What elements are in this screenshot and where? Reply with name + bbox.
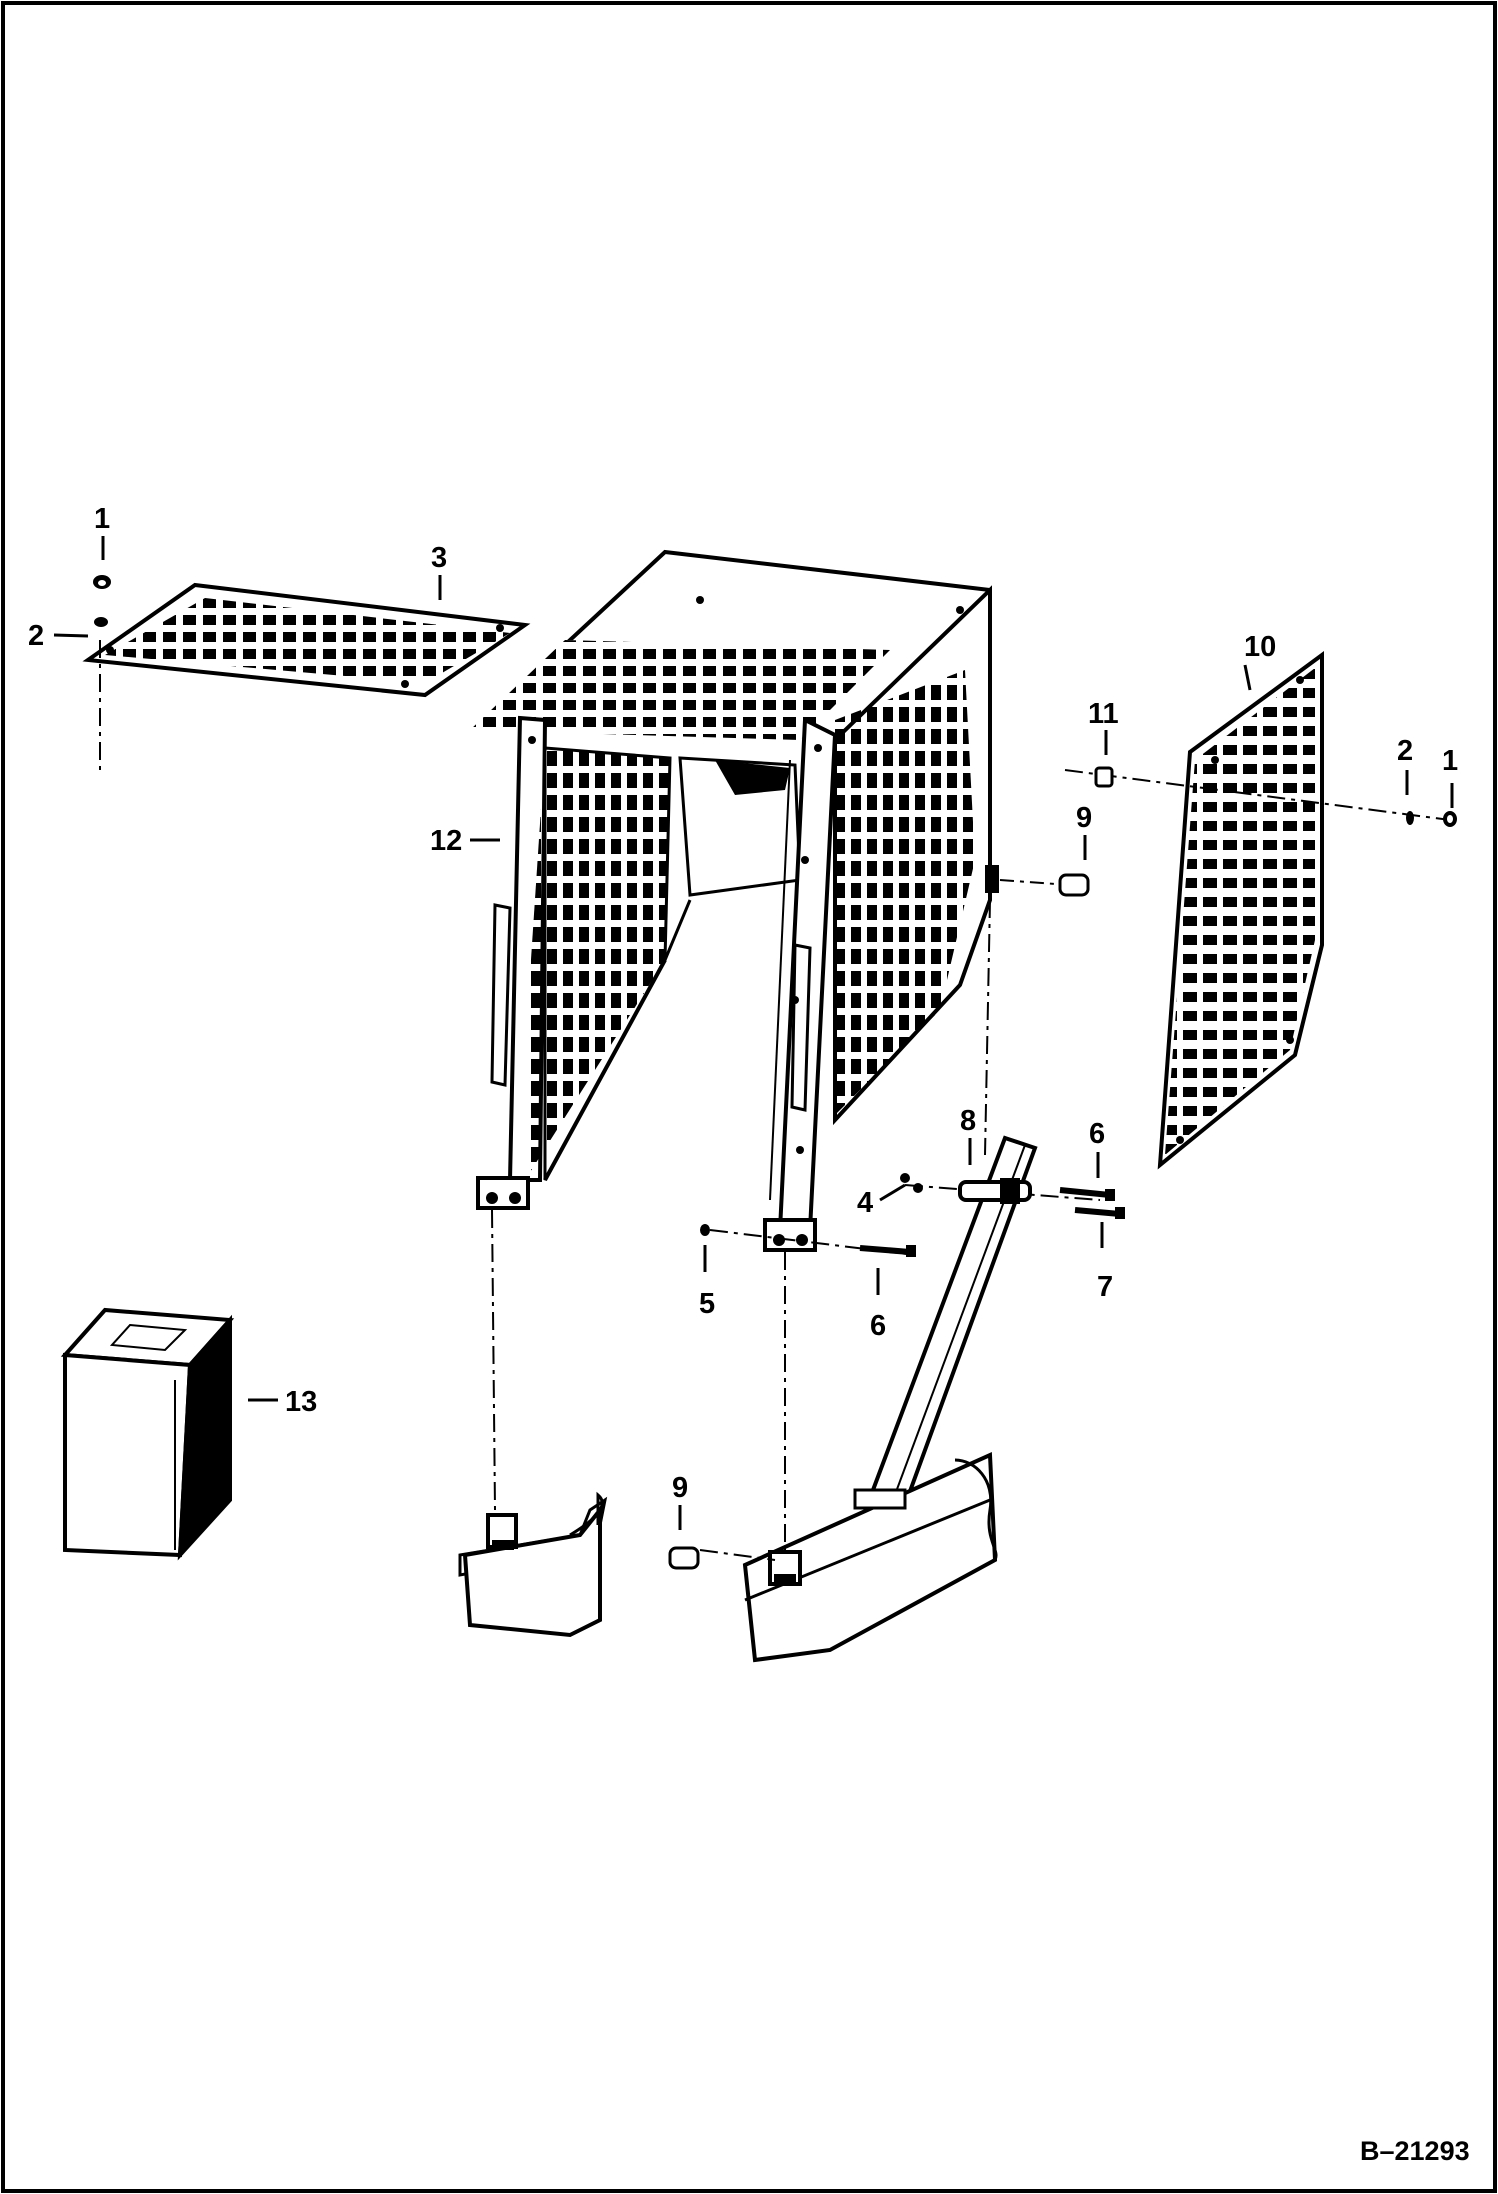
top-grille-plate bbox=[82, 582, 531, 698]
assembly-lines bbox=[491, 899, 1101, 1561]
side-grille-panel bbox=[1157, 651, 1324, 1170]
panel-hardware-right bbox=[1064, 766, 1457, 827]
box-component bbox=[60, 1307, 235, 1561]
lift-arm-structure bbox=[458, 1135, 1038, 1663]
callout-13: 13 bbox=[285, 1386, 317, 1418]
callout-10: 10 bbox=[1244, 631, 1276, 663]
callout-12: 12 bbox=[430, 825, 462, 857]
callout-2-left: 2 bbox=[28, 620, 44, 652]
callout-6-right: 6 bbox=[1089, 1118, 1105, 1150]
callout-3: 3 bbox=[431, 542, 447, 574]
callout-1-right: 1 bbox=[1442, 745, 1458, 777]
callout-4: 4 bbox=[857, 1187, 873, 1219]
callout-2-right: 2 bbox=[1397, 735, 1413, 767]
callout-9-lower: 9 bbox=[672, 1472, 688, 1504]
callout-8: 8 bbox=[960, 1105, 976, 1137]
callout-9-upper: 9 bbox=[1076, 802, 1092, 834]
callout-6-lower: 6 bbox=[870, 1310, 886, 1342]
bushing-lower bbox=[668, 1546, 700, 1570]
drawing-number: B–21293 bbox=[1360, 2136, 1470, 2166]
cover-housing bbox=[470, 549, 999, 1252]
callout-11: 11 bbox=[1088, 698, 1119, 730]
callout-7: 7 bbox=[1097, 1271, 1113, 1303]
hardware-stack-left bbox=[93, 575, 111, 770]
bushing-upper bbox=[999, 873, 1090, 897]
callout-1-left: 1 bbox=[94, 503, 110, 535]
callout-5: 5 bbox=[699, 1288, 715, 1320]
callouts: 1 2 3 12 10 11 2 1 9 8 6 4 7 5 6 13 9 bbox=[28, 503, 1458, 1504]
pivot-hardware bbox=[700, 1173, 1125, 1257]
leader-lines bbox=[53, 536, 1454, 1530]
